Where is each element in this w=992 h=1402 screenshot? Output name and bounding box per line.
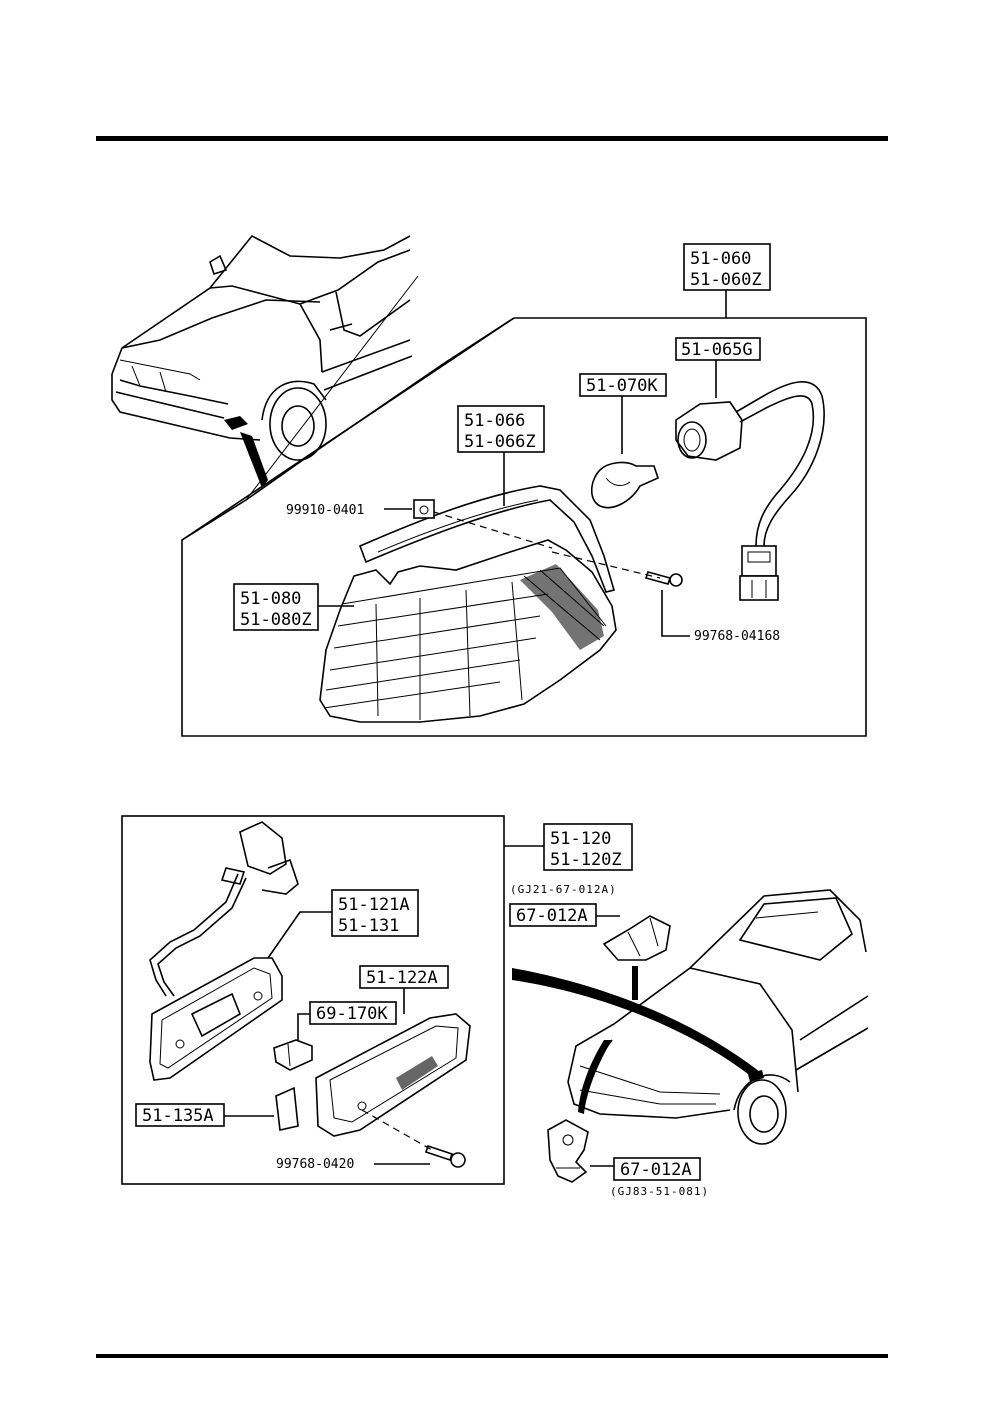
side-marker-gasket xyxy=(149,957,283,1081)
label-pad-bottom: 51-135A xyxy=(135,1103,274,1127)
svg-text:69-170K: 69-170K xyxy=(316,1004,388,1024)
svg-text:51-131: 51-131 xyxy=(338,916,399,936)
svg-text:99910-0401: 99910-0401 xyxy=(286,503,364,518)
clip-top-part-bottom xyxy=(602,915,671,961)
socket-harness xyxy=(675,381,825,601)
label-gasket-top: 51-066 51-066Z xyxy=(457,405,545,506)
svg-text:99768-0420: 99768-0420 xyxy=(276,1157,354,1172)
label-clip-top-bottom: 67-012A xyxy=(509,903,620,927)
svg-text:51-080Z: 51-080Z xyxy=(240,610,312,630)
label-clip-top: 99910-0401 xyxy=(286,503,412,518)
svg-text:51-120Z: 51-120Z xyxy=(550,850,622,870)
screw-top xyxy=(644,571,683,587)
label-bulb-bottom: 69-170K xyxy=(297,1001,397,1040)
svg-text:99768-04168: 99768-04168 xyxy=(694,629,780,644)
label-screw-top: 99768-04168 xyxy=(661,590,780,644)
label-socket: 51-065G xyxy=(675,337,761,398)
svg-text:51-080: 51-080 xyxy=(240,589,301,609)
svg-text:67-012A: 67-012A xyxy=(620,1160,692,1180)
header-rule xyxy=(96,136,888,141)
label-gasket-bottom: 51-121A 51-131 xyxy=(267,889,419,959)
label-lens-top: 51-080 51-080Z xyxy=(233,583,354,631)
clip-bottom-part xyxy=(547,1119,589,1183)
svg-text:51-120: 51-120 xyxy=(550,829,611,849)
label-assy-top: 51-060 51-060Z xyxy=(683,243,771,318)
svg-text:67-012A: 67-012A xyxy=(516,906,588,926)
side-marker-bulb xyxy=(273,1039,313,1071)
svg-text:(GJ21-67-012A): (GJ21-67-012A) xyxy=(510,883,617,896)
label-clip-bottom: 67-012A (GJ83-51-081) xyxy=(590,1157,709,1198)
clip-top-part xyxy=(413,499,553,549)
side-marker-lens xyxy=(315,1013,471,1151)
svg-text:51-060Z: 51-060Z xyxy=(690,270,762,290)
footer-rule xyxy=(96,1354,888,1358)
svg-text:51-121A: 51-121A xyxy=(338,895,410,915)
label-screw-bottom: 99768-0420 xyxy=(276,1157,430,1172)
top-vehicle-illustration xyxy=(111,234,413,488)
svg-text:(GJ83-51-081): (GJ83-51-081) xyxy=(610,1185,709,1198)
gasket-top xyxy=(358,485,616,593)
side-marker-screw xyxy=(424,1144,466,1168)
bulb-top xyxy=(590,461,659,509)
side-marker-pad xyxy=(275,1086,299,1131)
label-assy-bottom: 51-120 51-120Z (GJ21-67-012A) xyxy=(510,823,633,896)
label-bulb-top: 51-070K xyxy=(579,373,667,454)
bottom-detail-frame xyxy=(121,815,544,1185)
lens-top xyxy=(319,539,661,723)
svg-text:51-122A: 51-122A xyxy=(366,968,438,988)
svg-text:51-135A: 51-135A xyxy=(142,1106,214,1126)
label-lens-bottom: 51-122A xyxy=(359,965,449,1014)
svg-text:51-060: 51-060 xyxy=(690,249,751,269)
svg-text:51-066Z: 51-066Z xyxy=(464,432,536,452)
svg-text:51-065G: 51-065G xyxy=(681,340,753,360)
side-marker-harness xyxy=(149,821,299,997)
bottom-vehicle-illustration xyxy=(512,889,869,1145)
svg-text:51-066: 51-066 xyxy=(464,411,525,431)
top-detail-frame xyxy=(181,275,867,737)
svg-text:51-070K: 51-070K xyxy=(586,376,658,396)
